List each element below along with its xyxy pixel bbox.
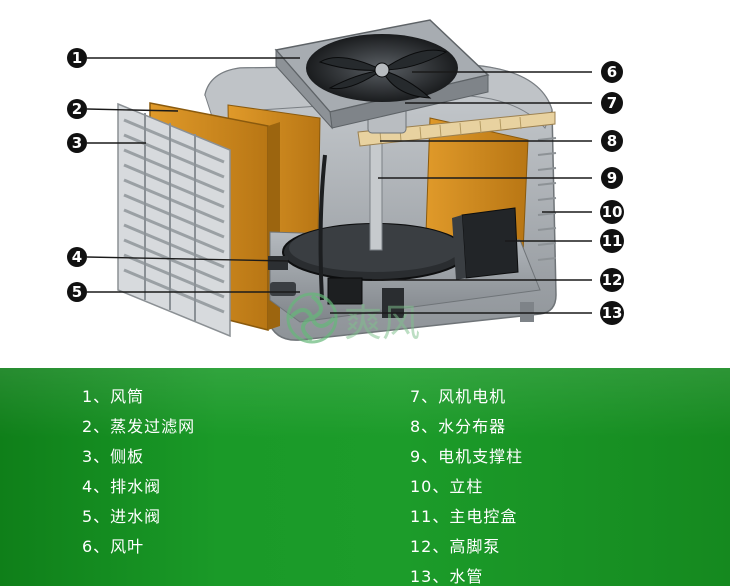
legend-item-fan-duct: 1、风筒	[82, 387, 145, 406]
svg-text:13: 13	[602, 304, 623, 322]
legend-item-water-distributor: 8、水分布器	[410, 417, 507, 436]
legend-column-right: 7、风机电机 8、水分布器 9、电机支撑柱 10、立柱 11、主电控盒 12、高…	[410, 382, 523, 586]
legend-item-main-control-box: 11、主电控盒	[410, 507, 518, 526]
legend-column-left: 1、风筒 2、蒸发过滤网 3、侧板 4、排水阀 5、进水阀 6、风叶	[82, 382, 195, 562]
callout-7: 7	[601, 92, 623, 114]
legend-item-water-pipe: 13、水管	[410, 567, 484, 586]
svg-text:2: 2	[72, 100, 82, 118]
svg-text:12: 12	[602, 271, 623, 289]
legend-item-evaporative-filter: 2、蒸发过滤网	[82, 417, 196, 436]
water-pipe	[318, 154, 327, 301]
legend-item-column: 10、立柱	[410, 477, 484, 496]
water-distributor	[357, 111, 556, 147]
callout-2: 2	[67, 99, 87, 119]
svg-text:10: 10	[602, 203, 623, 221]
svg-text:7: 7	[607, 94, 617, 112]
inlet-valve	[270, 282, 296, 296]
svg-text:1: 1	[72, 49, 82, 67]
callout-6: 6	[601, 61, 623, 83]
air-cooler-diagram: 爽风 1 2 3 4 5 6 7 8 9 10 11 12 13	[67, 19, 624, 345]
high-leg-pump	[327, 277, 404, 318]
watermark-logo: 爽风	[286, 292, 420, 345]
side-ribs	[537, 137, 557, 261]
svg-text:8: 8	[607, 132, 617, 150]
legend-item-fan-motor: 7、风机电机	[410, 387, 507, 406]
watermark-text: 爽风	[344, 301, 420, 345]
svg-text:9: 9	[607, 169, 617, 187]
fan-blades	[318, 49, 448, 99]
callout-1: 1	[67, 48, 87, 68]
side-louver-panel	[117, 102, 231, 338]
svg-text:4: 4	[72, 248, 82, 266]
callout-8: 8	[601, 130, 623, 152]
svg-text:6: 6	[607, 63, 617, 81]
main-control-box	[452, 207, 519, 280]
svg-text:5: 5	[72, 283, 82, 301]
legend-item-motor-support-column: 9、电机支撑柱	[410, 447, 524, 466]
svg-text:3: 3	[72, 134, 82, 152]
legend-item-drain-valve: 4、排水阀	[82, 477, 162, 496]
drain-valve	[268, 256, 288, 270]
callout-5: 5	[67, 282, 87, 302]
callout-9: 9	[601, 167, 623, 189]
legend-item-inlet-valve: 5、进水阀	[82, 507, 162, 526]
callout-3: 3	[67, 133, 87, 153]
legend-item-high-leg-pump: 12、高脚泵	[410, 537, 501, 556]
callout-4: 4	[67, 247, 87, 267]
base-foot	[520, 302, 534, 322]
callout-12: 12	[600, 268, 624, 292]
parts-legend: 1、风筒 2、蒸发过滤网 3、侧板 4、排水阀 5、进水阀 6、风叶 7、风机电…	[0, 368, 730, 586]
legend-item-side-panel: 3、侧板	[82, 447, 145, 466]
callout-13: 13	[600, 301, 624, 325]
svg-text:11: 11	[602, 232, 623, 250]
legend-item-fan-blades: 6、风叶	[82, 537, 145, 556]
callout-11: 11	[600, 229, 624, 253]
leader-lines	[86, 57, 592, 314]
callout-10: 10	[600, 200, 624, 224]
